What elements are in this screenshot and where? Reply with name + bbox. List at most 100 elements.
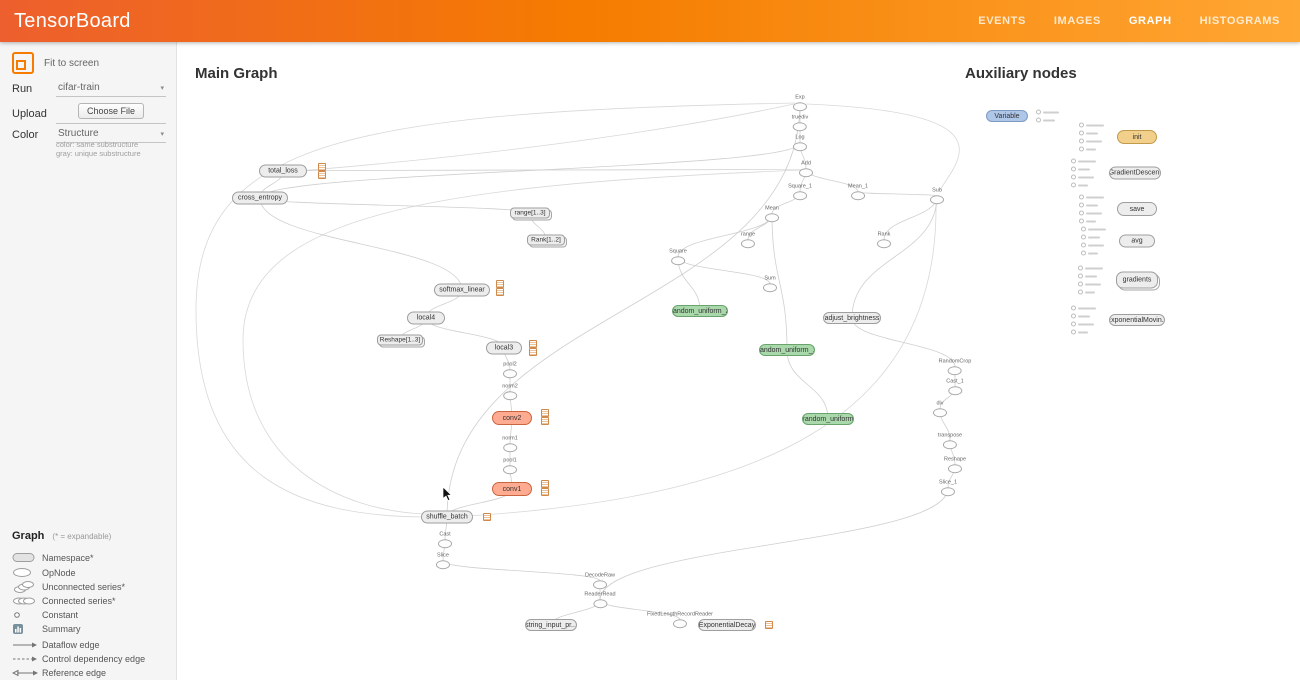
summary-chip[interactable] <box>541 409 549 417</box>
graph-node-local3[interactable]: local3 <box>486 341 522 355</box>
graph-node-cast_1[interactable]: Cast_1 <box>946 378 964 395</box>
op-node-label: Square <box>669 248 687 255</box>
graph-node-add[interactable]: Add <box>799 161 813 177</box>
op-node-label: Rank <box>877 231 891 238</box>
aux-detail-stack <box>1036 109 1059 123</box>
graph-node-exponentialdecay[interactable]: ExponentialDecay <box>698 619 756 631</box>
graph-node-total_loss[interactable]: total_loss <box>259 164 307 178</box>
op-node-shape <box>671 255 685 265</box>
graph-controls-sidebar: Fit to screen Run cifar-train ▾ Upload C… <box>0 42 177 680</box>
op-node-shape <box>765 212 779 222</box>
aux-detail-stack <box>1081 226 1106 256</box>
run-select[interactable]: cifar-train ▾ <box>56 80 166 97</box>
graph-node-decoderaw[interactable]: DecodeRaw <box>585 573 615 589</box>
constant-icon <box>12 610 42 620</box>
graph-node-avg[interactable]: avg <box>1119 234 1155 248</box>
graph-node-random_uniform_2[interactable]: random_uniform_2 <box>672 305 728 317</box>
legend-item-opnode: OpNode <box>12 566 76 579</box>
graph-node-pool1[interactable]: pool1 <box>503 458 517 474</box>
graph-node-range_op[interactable]: range <box>741 232 755 248</box>
graph-node-randomcrop[interactable]: RandomCrop <box>939 359 971 375</box>
graph-node-rank_series[interactable]: Rank[1..2] <box>527 234 565 246</box>
op-node-label: Reshape <box>943 456 967 463</box>
graph-node-local4[interactable]: local4 <box>407 311 445 325</box>
graph-node-mean[interactable]: Mean <box>765 206 779 222</box>
graph-node-readerread[interactable]: ReaderRead <box>584 592 616 608</box>
graph-node-exp[interactable]: Exp <box>793 95 807 111</box>
graph-node-conv2[interactable]: conv2 <box>492 411 532 425</box>
op-node-label: Log <box>795 134 805 141</box>
graph-node-expmoving[interactable]: ExponentialMovin... <box>1109 314 1165 326</box>
summary-chip[interactable] <box>529 340 537 348</box>
summary-chip[interactable] <box>541 480 549 488</box>
summary-chip[interactable] <box>483 513 491 521</box>
summary-chip[interactable] <box>541 488 549 496</box>
graph-node-reshape_series[interactable]: Reshape[1..3] <box>377 334 423 346</box>
graph-node-gradientdescent[interactable]: GradientDescent <box>1109 166 1161 180</box>
graph-node-cast[interactable]: Cast <box>438 532 452 548</box>
op-node-label: norm1 <box>502 435 518 442</box>
op-node-label: pool2 <box>503 361 517 368</box>
op-node-shape <box>593 579 607 589</box>
op-node-shape <box>940 486 955 496</box>
legend-title-text: Graph <box>12 530 45 542</box>
graph-node-truediv[interactable]: truediv <box>792 115 808 131</box>
graph-node-fixedlength[interactable]: FixedLengthRecordReader <box>647 612 713 628</box>
graph-node-rank_op[interactable]: Rank <box>877 232 891 248</box>
graph-node-gradients[interactable]: gradients <box>1116 271 1158 289</box>
op-node-shape <box>740 238 755 248</box>
graph-node-mean_1[interactable]: Mean_1 <box>848 184 868 200</box>
graph-node-square_1[interactable]: Square_1 <box>788 184 812 200</box>
graph-node-string_input[interactable]: string_input_pr... <box>525 619 577 631</box>
op-node-label: Mean_1 <box>848 183 868 190</box>
summary-chip[interactable] <box>318 163 326 171</box>
graph-node-sum[interactable]: Sum <box>763 276 777 292</box>
summary-chip[interactable] <box>529 348 537 356</box>
tab-events[interactable]: EVENTS <box>978 15 1026 27</box>
op-node-label: FixedLengthRecordReader <box>646 611 714 618</box>
summary-chip[interactable] <box>765 621 773 629</box>
graph-node-variable_aux[interactable]: Variable <box>986 110 1028 122</box>
graph-node-random_uniform_1[interactable]: random_uniform_1 <box>759 344 815 356</box>
legend-item-constant: Constant <box>12 608 78 621</box>
tab-histograms[interactable]: HISTOGRAMS <box>1199 15 1280 27</box>
summary-chip[interactable] <box>496 288 504 296</box>
graph-node-slice_1[interactable]: Slice_1 <box>939 480 957 496</box>
color-select[interactable]: Structure ▾ <box>56 126 166 143</box>
graph-node-adjust_brightness[interactable]: adjust_brightness <box>823 312 881 324</box>
op-node-label: Cast_1 <box>946 378 964 385</box>
op-node-label: pool1 <box>503 457 517 464</box>
graph-node-norm2[interactable]: norm2 <box>502 384 518 400</box>
legend-item-dataflow-edge: Dataflow edge <box>12 638 100 651</box>
op-node-shape <box>438 538 452 548</box>
op-node-label: div <box>936 400 944 407</box>
graph-node-conv1[interactable]: conv1 <box>492 482 532 496</box>
summary-chip[interactable] <box>496 280 504 288</box>
graph-node-init[interactable]: init <box>1117 130 1157 144</box>
graph-node-cross_entropy[interactable]: cross_entropy <box>232 191 288 205</box>
tab-graph[interactable]: GRAPH <box>1128 15 1172 27</box>
graph-node-norm1[interactable]: norm1 <box>502 436 518 452</box>
graph-node-shuffle_batch[interactable]: shuffle_batch <box>421 510 473 524</box>
tab-images[interactable]: IMAGES <box>1053 15 1101 27</box>
graph-node-save[interactable]: save <box>1117 202 1157 216</box>
graph-node-div_1[interactable]: div <box>933 401 947 417</box>
op-node-shape <box>943 439 957 449</box>
graph-node-range_series[interactable]: range[1..3] <box>510 207 550 219</box>
graph-node-random_uniform[interactable]: random_uniform <box>802 413 854 425</box>
graph-node-square[interactable]: Square <box>669 249 687 265</box>
summary-chip[interactable] <box>541 417 549 425</box>
graph-node-reshape_op[interactable]: Reshape <box>944 457 966 473</box>
graph-node-softmax_linear[interactable]: softmax_linear <box>434 283 490 297</box>
choose-file-button[interactable]: Choose File <box>77 103 145 119</box>
fit-to-screen-icon[interactable] <box>12 52 34 74</box>
graph-node-pool2[interactable]: pool2 <box>503 362 517 378</box>
graph-node-transpose[interactable]: transpose <box>938 433 962 449</box>
graph-node-log[interactable]: Log <box>793 135 807 151</box>
graph-node-slice[interactable]: Slice <box>436 553 450 569</box>
summary-chip[interactable] <box>318 171 326 179</box>
chevron-down-icon: ▾ <box>160 130 164 138</box>
graph-node-sub[interactable]: Sub <box>930 188 944 204</box>
